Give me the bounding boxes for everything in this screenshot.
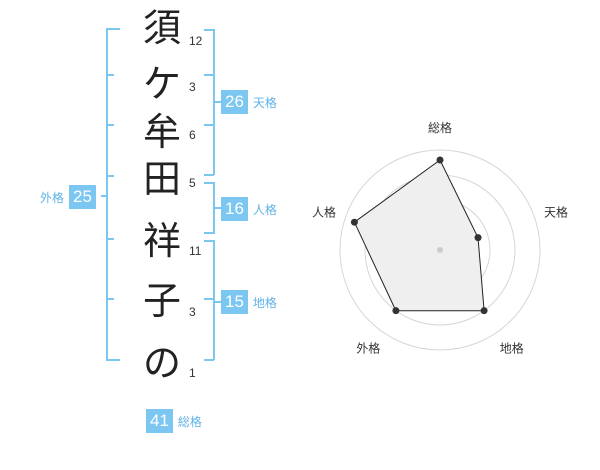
- name-char-7: の: [142, 341, 181, 385]
- radar-axis-label-1: 総格: [428, 120, 452, 135]
- gaikaku-label: 外格: [40, 190, 65, 205]
- tenkaku-badge: 26 天格: [221, 90, 277, 114]
- soukaku-value: 41: [146, 409, 173, 433]
- jinkaku-label: 人格: [252, 202, 277, 217]
- radar-ring-4: [339, 149, 541, 351]
- soukaku-label: 総格: [177, 414, 202, 429]
- stroke-count-4: 5: [189, 176, 196, 190]
- chikaku-value: 15: [221, 290, 248, 314]
- radar-points: [350, 156, 488, 315]
- stroke-count-5: 11: [189, 244, 202, 258]
- name-char-3: 牟: [142, 110, 181, 154]
- gaikaku-badge: 外格 25: [40, 185, 96, 209]
- stroke-count-1: 12: [189, 34, 203, 48]
- tenkaku-label: 天格: [252, 95, 277, 110]
- radar-point-5: [350, 218, 358, 226]
- stroke-count-6: 3: [189, 305, 196, 319]
- name-char-6: 子: [142, 279, 181, 323]
- chikaku-badge: 15 地格: [221, 290, 277, 314]
- name-char-2: ケ: [142, 62, 181, 106]
- soukaku-badge: 41 総格: [146, 409, 202, 433]
- radar-point-4: [392, 307, 400, 315]
- stroke-count-3: 6: [189, 128, 196, 142]
- name-char-5: 祥: [142, 219, 181, 263]
- radar-polygon: [353, 159, 485, 312]
- radar-center-dot: [437, 247, 443, 253]
- jinkaku-value: 16: [221, 197, 248, 221]
- chikaku-label: 地格: [252, 295, 277, 310]
- tenkaku-value: 26: [221, 90, 248, 114]
- gaikaku-value: 25: [69, 185, 96, 209]
- stroke-count-2: 3: [189, 80, 196, 94]
- stroke-count-7: 1: [189, 366, 196, 380]
- radar-axis-label-2: 天格: [544, 204, 568, 219]
- jinkaku-badge: 16 人格: [221, 197, 277, 221]
- radar-point-2: [474, 234, 482, 242]
- name-char-4: 田: [142, 157, 181, 201]
- name-char-1: 須: [142, 6, 181, 50]
- radar-axis-label-5: 人格: [312, 204, 336, 219]
- radar-axis-label-3: 地格: [500, 341, 524, 356]
- radar-axis-label-4: 外格: [356, 341, 380, 356]
- radar-point-1: [436, 156, 444, 164]
- radar-point-3: [480, 307, 488, 315]
